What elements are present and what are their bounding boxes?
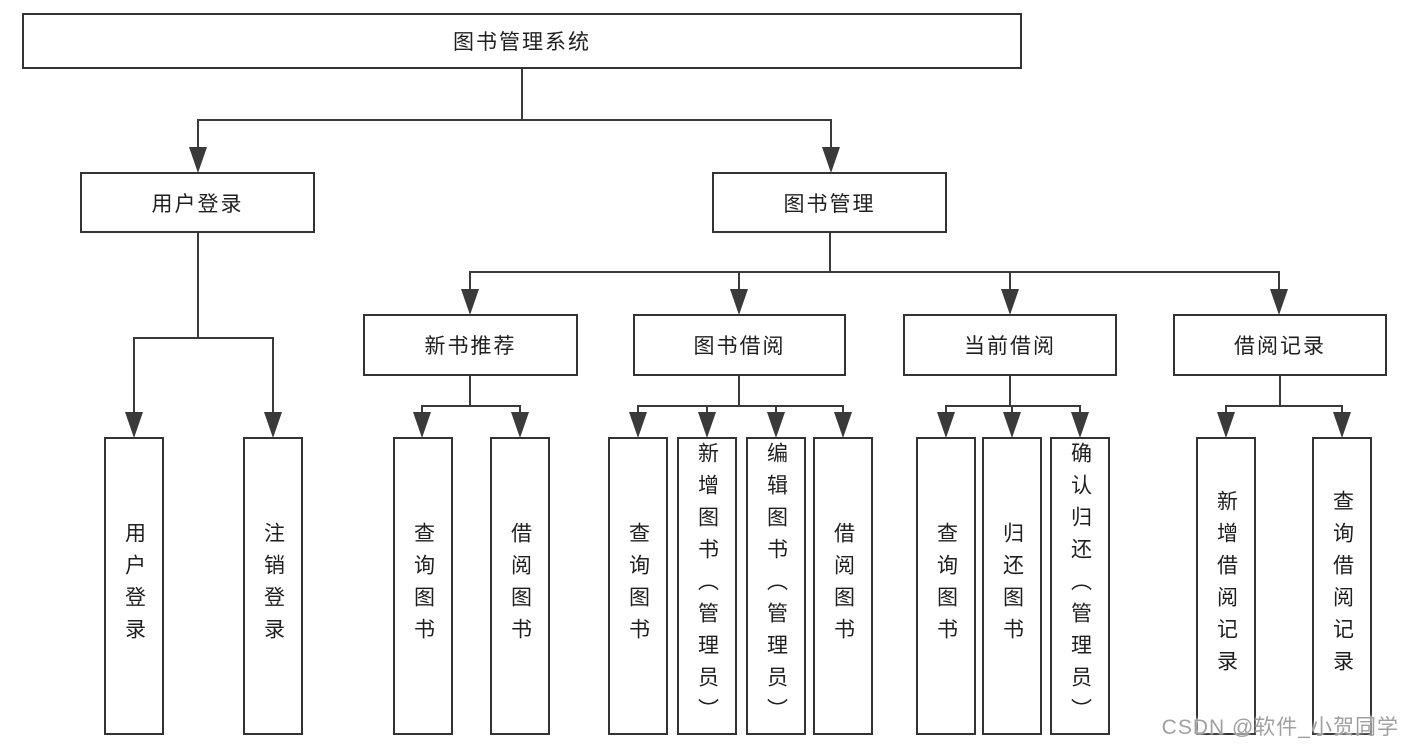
arrowhead-icon (1333, 412, 1351, 438)
leaf-label: 编辑图书（管理员） (764, 442, 788, 730)
connector-book-borrow-to-leaves (637, 376, 844, 412)
arrowhead-icon (1217, 412, 1235, 438)
connector-book-mgmt-to-level3 (469, 233, 1280, 289)
arrowhead-icon (511, 412, 529, 438)
node-library-system: 图书管理系统 (22, 13, 1022, 69)
arrowhead-icon (1270, 289, 1288, 315)
arrowhead-icon (767, 412, 785, 438)
arrowhead-icon (413, 412, 431, 438)
node-leaf-edit-book-admin: 编辑图书（管理员） (746, 437, 806, 735)
connector-current-borrow-to-leaves (945, 376, 1081, 412)
node-borrowing-records: 借阅记录 (1173, 314, 1387, 376)
connector-borrow-record-to-leaves (1225, 376, 1343, 412)
node-leaf-borrow-books: 借阅图书 (813, 437, 873, 735)
arrowhead-icon (698, 412, 716, 438)
leaf-label: 借阅图书 (508, 522, 532, 650)
node-current-borrowing: 当前借阅 (903, 314, 1117, 376)
arrowhead-icon (264, 412, 282, 438)
connector-new-book-to-leaves (421, 376, 521, 412)
leaf-label: 归还图书 (1000, 522, 1024, 650)
node-leaf-add-borrow-record: 新增借阅记录 (1196, 437, 1256, 735)
arrowhead-icon (189, 147, 207, 173)
node-leaf-user-login: 用户登录 (104, 437, 164, 735)
arrowhead-icon (937, 412, 955, 438)
node-leaf-query-books-recommend: 查询图书 (393, 437, 453, 735)
leaf-label: 用户登录 (122, 522, 146, 650)
connector-user-login-to-leaves (133, 233, 274, 412)
node-new-book-recommend: 新书推荐 (363, 314, 578, 376)
node-leaf-return-book: 归还图书 (982, 437, 1042, 735)
csdn-watermark: CSDN @软件_小贺同学 (1161, 716, 1399, 739)
leaf-label: 注销登录 (261, 522, 285, 650)
node-book-management-module: 图书管理 (712, 172, 947, 233)
arrowhead-icon (730, 289, 748, 315)
arrowhead-icon (1003, 412, 1021, 438)
leaf-label: 确认归还（管理员） (1068, 442, 1092, 730)
arrowhead-icon (461, 289, 479, 315)
leaf-label: 借阅图书 (831, 522, 855, 650)
node-leaf-query-books-borrowing: 查询图书 (608, 437, 668, 735)
node-leaf-add-book-admin: 新增图书（管理员） (677, 437, 737, 735)
leaf-label: 查询图书 (626, 522, 650, 650)
leaf-label: 查询图书 (411, 522, 435, 650)
arrowhead-icon (125, 412, 143, 438)
arrowhead-icon (834, 412, 852, 438)
arrowhead-icon (1071, 412, 1089, 438)
leaf-label: 查询图书 (934, 522, 958, 650)
node-leaf-logout: 注销登录 (243, 437, 303, 735)
node-leaf-confirm-return-admin: 确认归还（管理员） (1050, 437, 1110, 735)
leaf-label: 查询借阅记录 (1330, 490, 1354, 682)
node-leaf-query-borrow-record: 查询借阅记录 (1312, 437, 1372, 735)
node-leaf-borrow-books-recommend: 借阅图书 (490, 437, 550, 735)
arrowhead-icon (1001, 289, 1019, 315)
node-leaf-query-books-current: 查询图书 (916, 437, 976, 735)
node-book-borrowing: 图书借阅 (633, 314, 846, 376)
leaf-label: 新增借阅记录 (1214, 490, 1238, 682)
arrowhead-icon (822, 147, 840, 173)
node-user-login-module: 用户登录 (80, 172, 315, 233)
arrowhead-icon (629, 412, 647, 438)
connector-root-to-level2 (197, 69, 832, 147)
leaf-label: 新增图书（管理员） (695, 442, 719, 730)
